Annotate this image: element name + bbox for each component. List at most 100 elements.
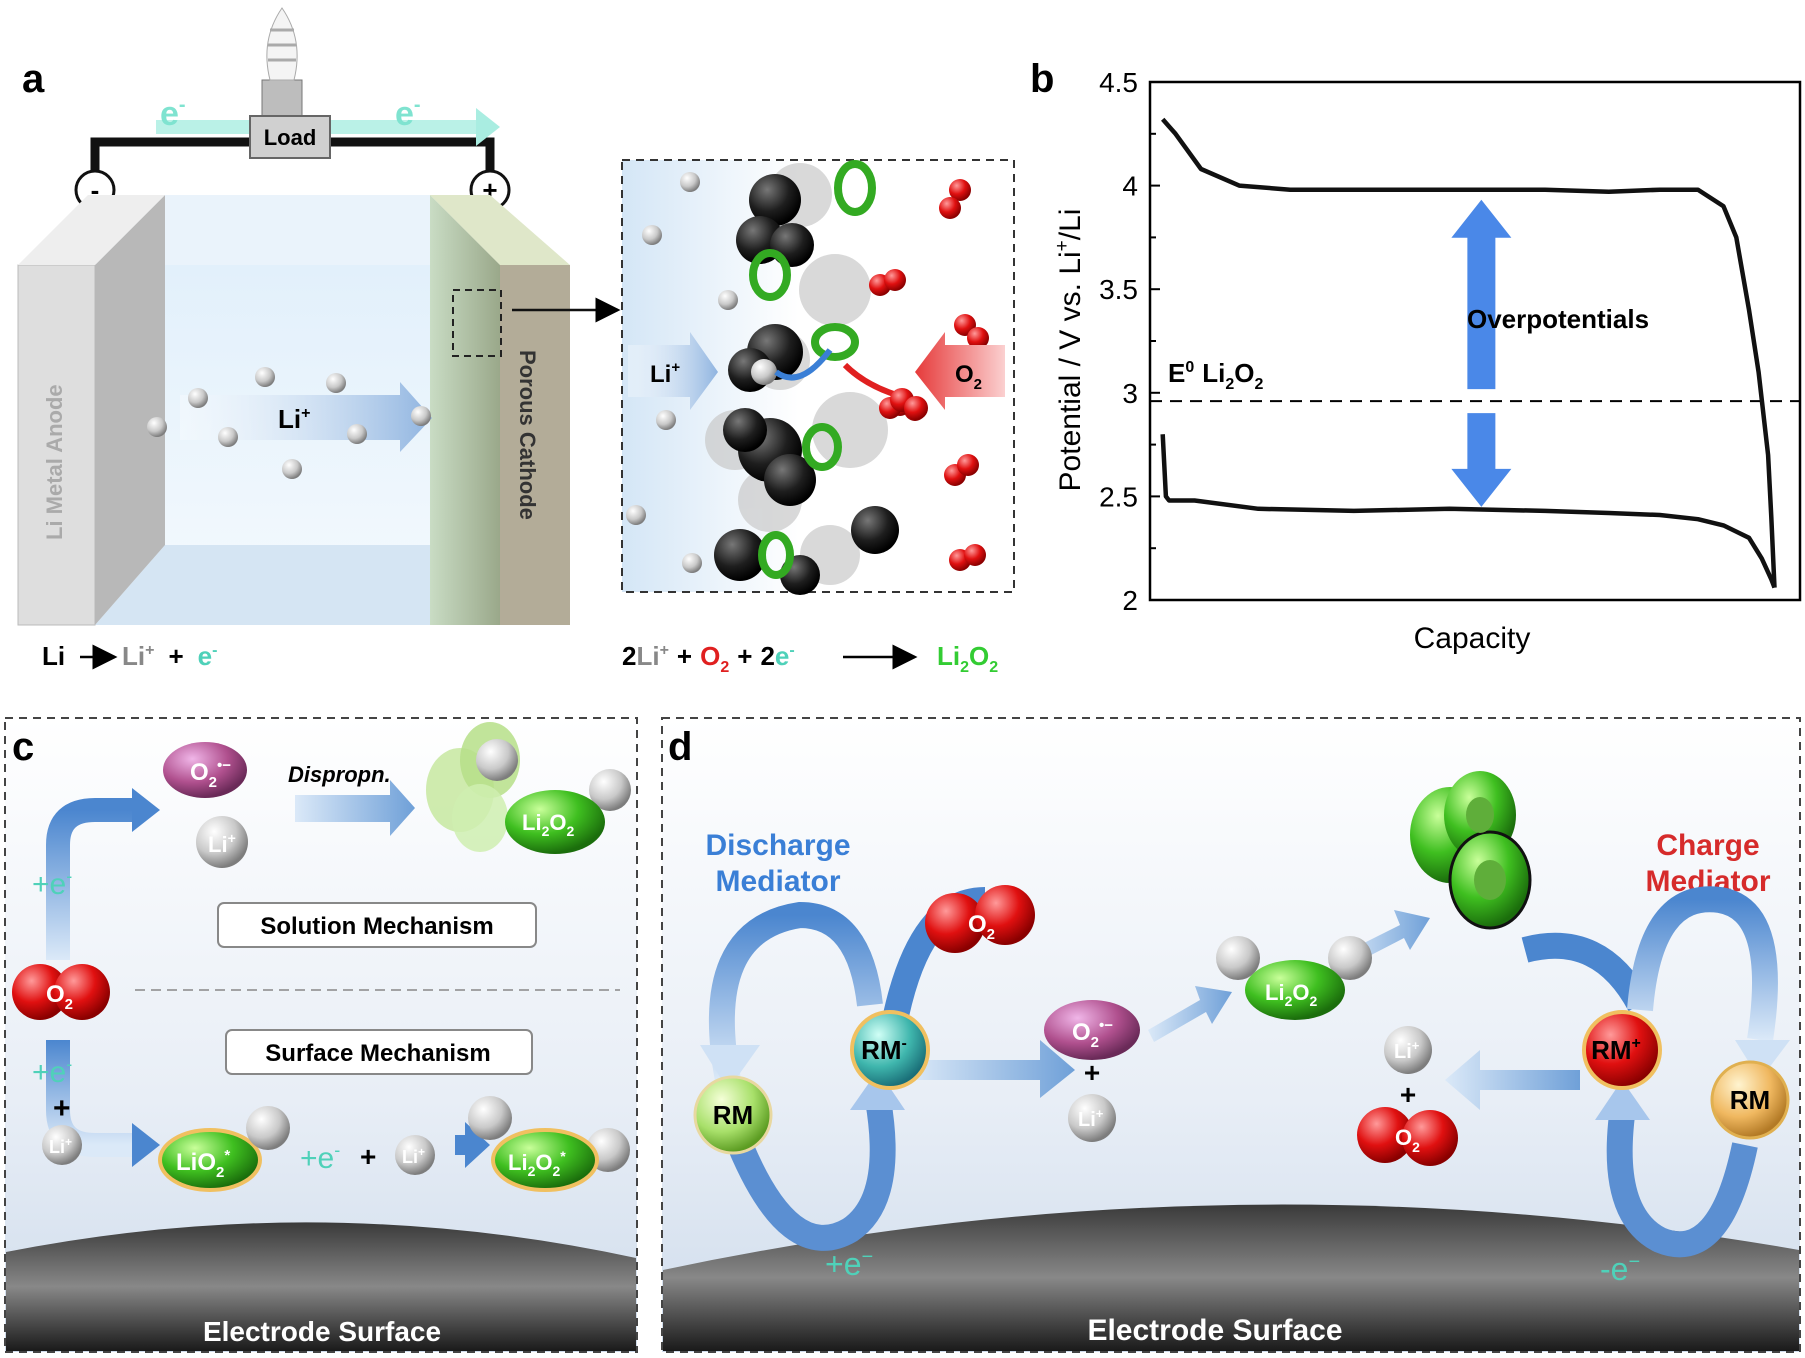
lio2-label: LiO2* bbox=[176, 1147, 230, 1181]
dispropn-label: Dispropn. bbox=[288, 762, 391, 787]
superoxide-label-d: O2•− bbox=[1072, 1017, 1113, 1051]
y-tick-label: 2.5 bbox=[1099, 481, 1138, 512]
superoxide-d bbox=[1044, 1000, 1140, 1060]
electrode-surface-label-d: Electrode Surface bbox=[1087, 1314, 1342, 1347]
solution-path-arrowhead bbox=[132, 788, 160, 832]
li-ion-flow-arrow bbox=[180, 382, 432, 452]
li-ion-c-surface-label: Li+ bbox=[49, 1135, 72, 1157]
rm-discharge-neutral-label: RM bbox=[713, 1100, 753, 1130]
plus-e-label-c-step: +e- bbox=[300, 1140, 340, 1175]
electrolyte-back bbox=[95, 265, 430, 625]
li2o2-label-c-solution: Li2O2 bbox=[522, 810, 574, 839]
plus-e-label-c-top: +e- bbox=[32, 866, 72, 901]
lightbulb-icon bbox=[261, 7, 303, 121]
lio2-li-atom bbox=[246, 1106, 290, 1150]
o2-d-right-a bbox=[1357, 1107, 1413, 1163]
superoxide-label: O2•− bbox=[190, 757, 231, 791]
zoom-li-arrow bbox=[628, 332, 718, 410]
panel-b: b 22.533.544.5 Potential / V vs. Li+/Li … bbox=[1030, 57, 1802, 655]
anode-side bbox=[95, 195, 165, 625]
potential-plot: 22.533.544.5 bbox=[1099, 67, 1802, 616]
li-ion-particles bbox=[147, 367, 431, 479]
y-tick-label: 4.5 bbox=[1099, 67, 1138, 98]
plus-sign-c-step: + bbox=[360, 1141, 376, 1172]
li2o2-d-li-atom-2 bbox=[1328, 936, 1372, 980]
electrode-d bbox=[663, 1204, 1799, 1351]
zoom-o2-arrow bbox=[915, 332, 1005, 410]
li-ion-c-surface bbox=[42, 1125, 82, 1165]
panel-d-letter: d bbox=[668, 725, 692, 769]
plus-e-label-c-bottom: +e- bbox=[32, 1054, 72, 1089]
li2o2-toroids bbox=[749, 160, 876, 579]
discharge-loop-bottom-head bbox=[850, 1070, 905, 1110]
superoxide-to-li2o2-arrow bbox=[1148, 986, 1232, 1042]
load-label: Load bbox=[264, 125, 317, 150]
charge-loop-bottom-head bbox=[1595, 1080, 1650, 1120]
li-reaction-arrow bbox=[774, 348, 833, 381]
minus-e-label-d: -e− bbox=[1600, 1251, 1640, 1287]
li-ion-d-right-label: Li+ bbox=[1394, 1038, 1420, 1063]
rm-charge-neutral bbox=[1710, 1060, 1790, 1140]
zoom-region-box bbox=[452, 289, 502, 357]
surface-mechanism-label: Surface Mechanism bbox=[265, 1040, 490, 1067]
o2-label-d-top: O2 bbox=[968, 911, 995, 943]
zoom-o2-label: O2 bbox=[955, 361, 982, 393]
rm-minus-label: RM- bbox=[861, 1035, 907, 1065]
o2-label-d-right: O2 bbox=[1395, 1125, 1420, 1155]
discharge-loop-top-head bbox=[700, 1045, 760, 1090]
solution-mechanism-label: Solution Mechanism bbox=[260, 913, 493, 940]
li2o2-toroid-cluster-c bbox=[426, 722, 631, 854]
electrode-surface-label-c: Electrode Surface bbox=[203, 1316, 441, 1347]
y-axis-label: Potential / V vs. Li+/Li bbox=[1052, 209, 1087, 492]
li-ion-c-step bbox=[395, 1135, 435, 1175]
li2o2-d bbox=[1245, 960, 1345, 1020]
plus-sign-d-right: + bbox=[1400, 1079, 1416, 1110]
anode-reaction: Li bbox=[42, 641, 65, 671]
li2o2-toroid-cluster-d bbox=[1410, 771, 1532, 930]
panel-a: a Load e- e- - + Li Metal Anode P bbox=[17, 7, 1015, 676]
li2o2-d-li-atom-1 bbox=[1216, 936, 1260, 980]
li-ion-d-left-label: Li+ bbox=[1078, 1106, 1104, 1131]
o2-c-left bbox=[12, 964, 68, 1020]
electron-label-left: e- bbox=[160, 94, 186, 133]
electron-label-right: e- bbox=[395, 94, 421, 133]
anode-reaction-products: Li++e- bbox=[122, 641, 217, 671]
cathode-side bbox=[430, 195, 500, 625]
negative-terminal-sign: - bbox=[91, 175, 100, 205]
y-tick-label: 3 bbox=[1122, 378, 1138, 409]
rm-minus-to-superoxide-arrow bbox=[910, 1040, 1075, 1098]
li-ion-d-left bbox=[1068, 1094, 1116, 1142]
lio2-molecule bbox=[158, 1128, 262, 1192]
overpotentials-label: Overpotentials bbox=[1467, 304, 1649, 334]
surface-mechanism-box bbox=[225, 1029, 533, 1075]
anode-top bbox=[18, 195, 165, 265]
li-ion-label: Li+ bbox=[278, 404, 310, 434]
electron-flow-arrowhead bbox=[476, 108, 500, 146]
cathode-top bbox=[430, 195, 570, 265]
x-axis-label: Capacity bbox=[1414, 622, 1531, 655]
o2-label-c: O2 bbox=[46, 981, 73, 1013]
rm-charge-neutral-label: RM bbox=[1730, 1085, 1770, 1115]
cathode-reaction-product: Li2O2 bbox=[937, 641, 998, 676]
load-box bbox=[249, 115, 331, 159]
li2o2-c-surface bbox=[491, 1128, 599, 1192]
cathode-label: Porous Cathode bbox=[515, 350, 540, 520]
charge-loop-bottom bbox=[1606, 1113, 1758, 1258]
plus-sign-d-left: + bbox=[1084, 1057, 1100, 1088]
li2o2-label-c-surface: Li2O2* bbox=[508, 1148, 566, 1179]
discharge-loop-top bbox=[709, 901, 883, 1083]
superoxide-molecule bbox=[163, 742, 247, 798]
o2-d-right-b bbox=[1402, 1110, 1458, 1166]
charge-loop-top bbox=[1627, 886, 1778, 1042]
overpotential-arrow-lower bbox=[1451, 413, 1512, 507]
o2-d-top-a bbox=[925, 893, 985, 953]
reacting-o2-b bbox=[904, 396, 928, 420]
dispropn-arrow bbox=[295, 780, 415, 836]
panel-b-letter: b bbox=[1030, 57, 1054, 101]
li2o2-c-li-atom-1 bbox=[468, 1096, 512, 1140]
panel-c-letter: c bbox=[12, 725, 34, 769]
cathode-reaction: 2Li++O2+2e- bbox=[622, 641, 795, 676]
li-ion-c-solution-label: Li+ bbox=[208, 830, 236, 857]
